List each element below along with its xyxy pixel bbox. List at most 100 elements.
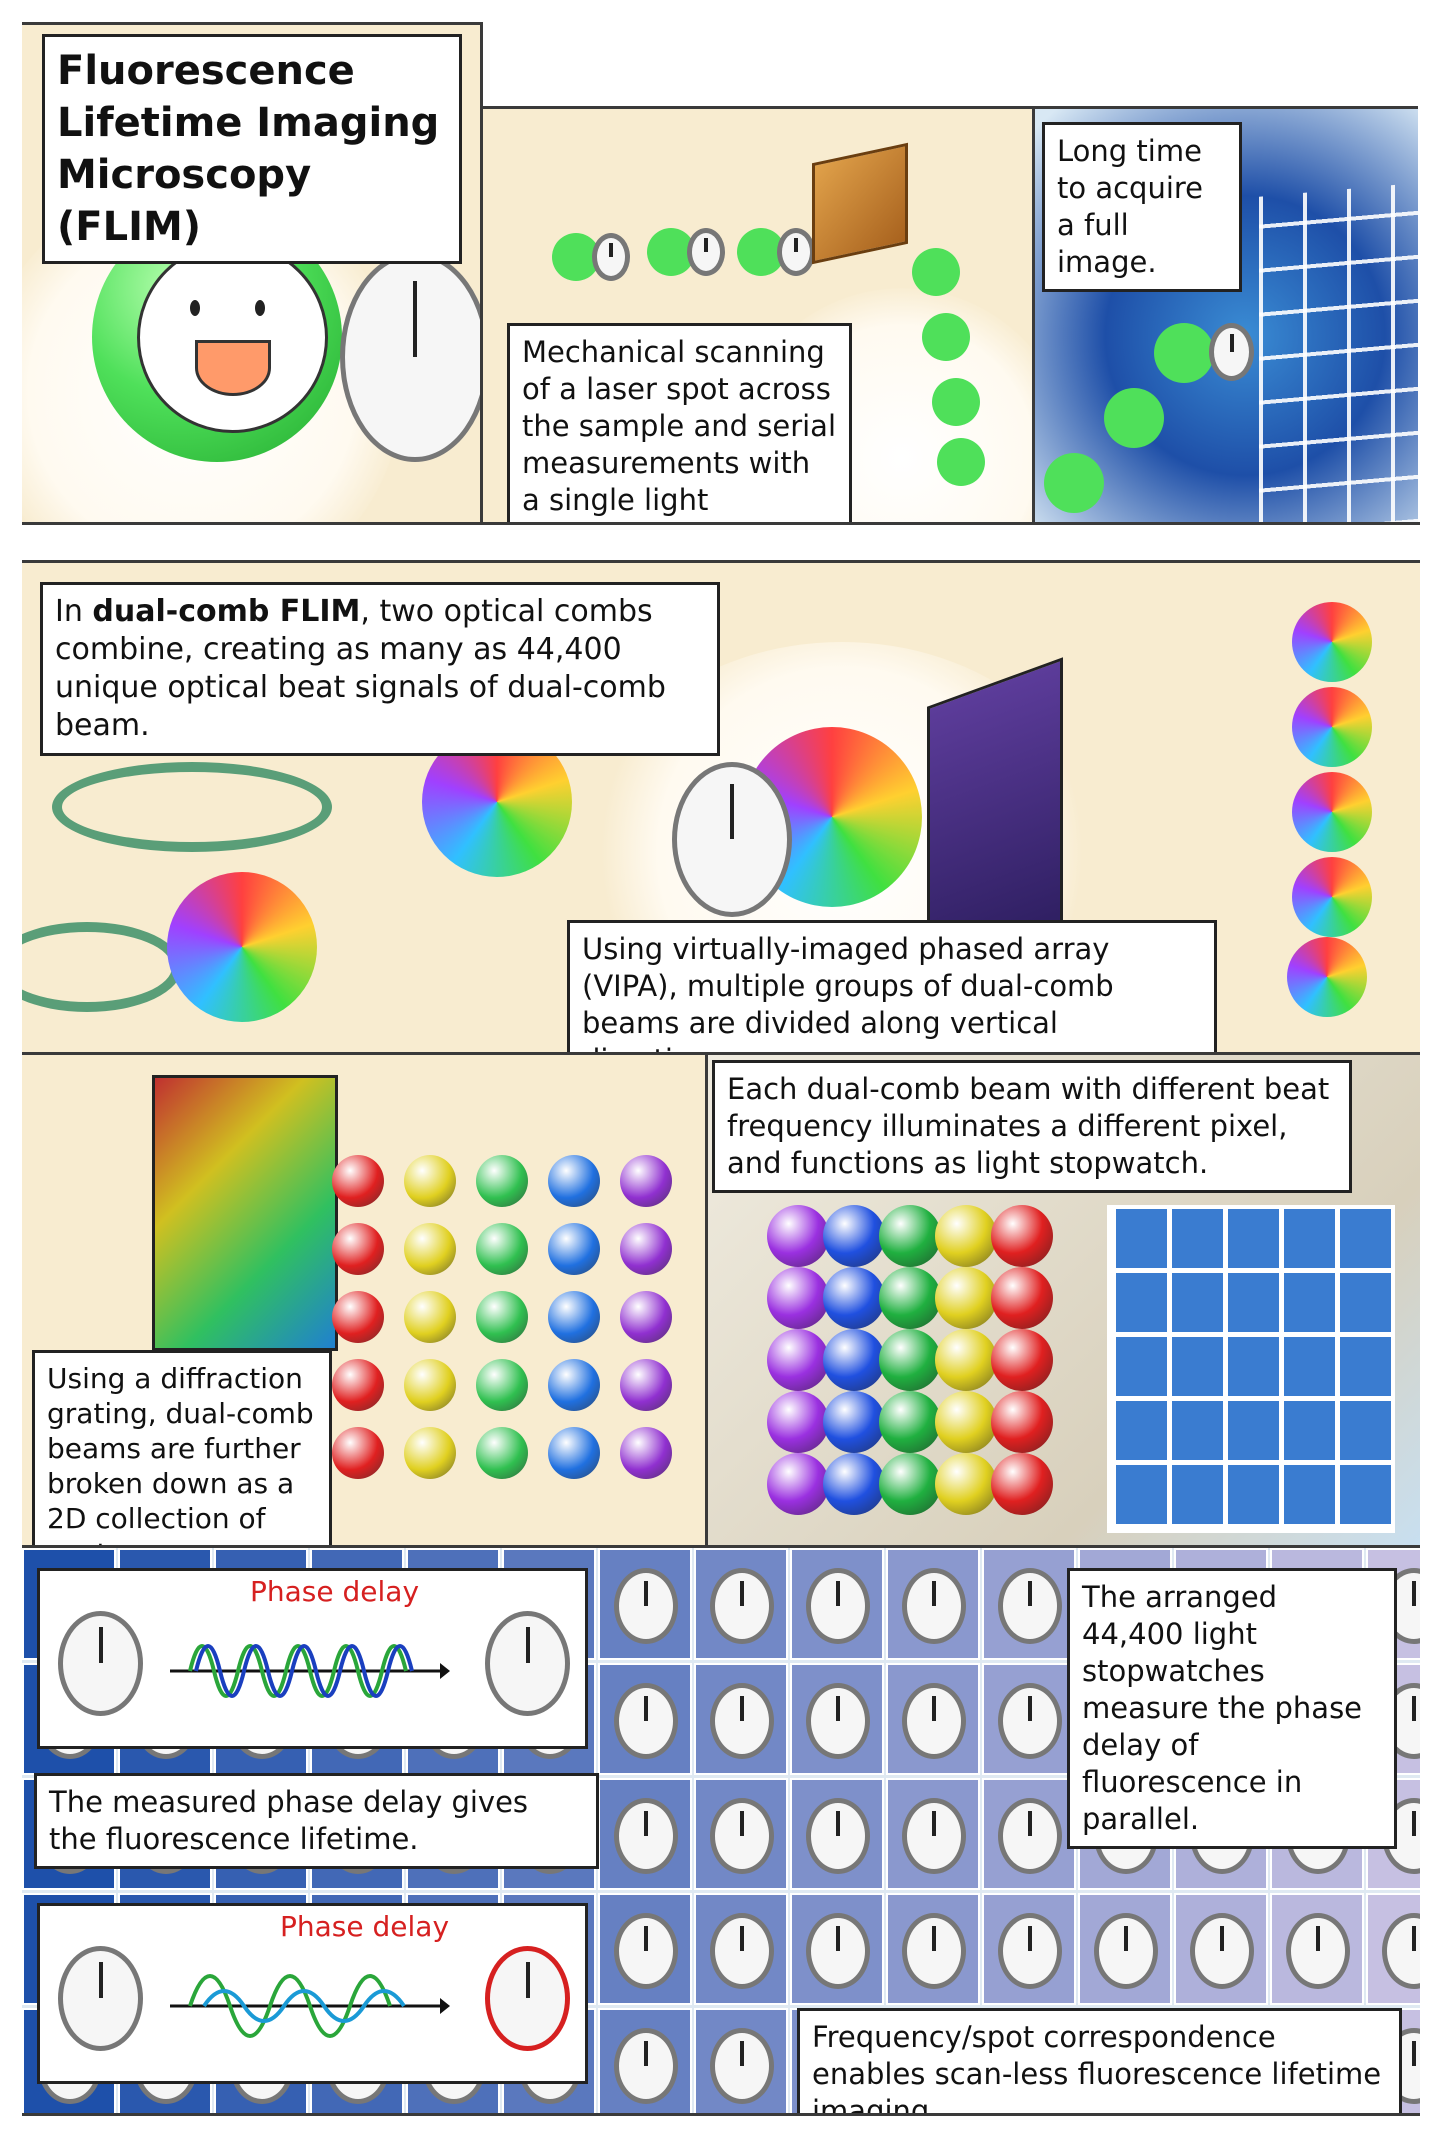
small-character [912,248,960,296]
stopwatch-cell [598,1778,692,1890]
stopwatch-icon [1209,323,1254,381]
stopwatch-icon [902,1683,966,1759]
spot-character [620,1291,672,1343]
frame-line [22,522,1420,525]
character-face [137,242,328,433]
beam-ball [991,1391,1053,1453]
stopwatch-icon [710,1683,774,1759]
beam-ball [879,1329,941,1391]
spot-character [332,1223,384,1275]
caption-long-time: Long time to acquire a full image. [1042,122,1242,292]
rainbow-character [1292,857,1372,937]
spot-array [332,1155,705,1545]
stopwatch-icon [672,762,792,917]
spot-character [332,1291,384,1343]
stopwatch-icon [710,2028,774,2104]
stopwatch-cell [1174,1893,1268,2005]
stopwatch-cell [886,1663,980,1775]
diffraction-grating [152,1075,338,1351]
stopwatch-icon [998,1798,1062,1874]
caption-mechanical-scanning: Mechanical scanning of a laser spot acro… [507,323,852,522]
beam-ball [823,1329,885,1391]
rainbow-character [1292,687,1372,767]
stopwatch-icon [614,2028,678,2104]
rainbow-character [1292,772,1372,852]
frame-line [705,1055,708,1545]
spot-character [476,1223,528,1275]
beam-ball [935,1453,997,1515]
caption-arranged-stopwatches: The arranged 44,400 light stopwatches me… [1067,1568,1397,1849]
spot-character [548,1359,600,1411]
stopwatch-cell [982,1778,1076,1890]
caption-vipa: Using virtually-imaged phased array (VIP… [567,920,1217,1052]
rainbow-character [1287,937,1367,1017]
fiber-coil [52,762,332,852]
frame-line [22,1052,1420,1055]
small-character [1044,453,1104,513]
beam-ball [879,1453,941,1515]
stopwatch-cell [790,1893,884,2005]
eye-right [255,300,265,316]
stopwatch-cell [1366,1893,1420,2005]
stopwatch-cell [982,1893,1076,2005]
phase-diagram-top: Phase delay [37,1568,588,1749]
spot-character [332,1427,384,1479]
fiber-coil [22,922,182,1012]
stopwatch-cell [694,1548,788,1660]
spot-character [332,1155,384,1207]
spot-character [332,1359,384,1411]
phase-delay-label: Phase delay [250,1575,420,1608]
stopwatch-icon [58,1946,143,2051]
beam-ball [823,1267,885,1329]
stopwatch-icon [902,1798,966,1874]
eye-left [190,300,200,316]
stopwatch-icon [998,1913,1062,1989]
beam-ball [767,1329,829,1391]
stopwatch-icon [998,1568,1062,1644]
frame-line [1032,106,1035,522]
stopwatch-icon [806,1798,870,1874]
stopwatch-icon [340,252,480,462]
phase-diagram-bottom: Phase delay [37,1903,588,2084]
caption-scan-less: Frequency/spot correspondence enables sc… [797,2008,1402,2113]
stopwatch-icon [902,1568,966,1644]
caption-dual-comb-intro: In dual-comb FLIM, two optical combs com… [40,582,720,756]
panel-4: Phase delay Phase delay The arranged 44,… [22,1548,1420,2113]
spot-character [548,1291,600,1343]
caption-measured-phase: The measured phase delay gives the fluor… [34,1773,599,1869]
stopwatch-cell [790,1778,884,1890]
panel-1-middle: Mechanical scanning of a laser spot acro… [482,108,1032,522]
stopwatch-icon [777,228,815,276]
beam-ball [879,1267,941,1329]
beam-ball [823,1453,885,1515]
intro-suffix: , two optical combs combine, creating as… [55,594,666,743]
stopwatch-cell [598,2008,692,2113]
stopwatch-icon [1094,1913,1158,1989]
spot-character [476,1359,528,1411]
spot-character [476,1291,528,1343]
colored-beam-array [767,1205,1067,1525]
stopwatch-cell [886,1548,980,1660]
stopwatch-icon [687,228,725,276]
spot-character [548,1427,600,1479]
beam-ball [823,1391,885,1453]
frame-line [480,106,1418,109]
beam-ball [991,1329,1053,1391]
stopwatch-icon [614,1568,678,1644]
stopwatch-cell [694,1663,788,1775]
beam-ball [823,1205,885,1267]
spot-character [476,1155,528,1207]
stopwatch-icon [1286,1913,1350,1989]
phase-delay-label: Phase delay [280,1910,450,1943]
spot-character [404,1155,456,1207]
stopwatch-icon [485,1611,570,1716]
stopwatch-icon [806,1913,870,1989]
frame-line [480,22,483,522]
stopwatch-icon [592,233,630,281]
phase-waves [170,1644,450,1698]
spot-character [404,1359,456,1411]
beam-ball [767,1205,829,1267]
beam-ball [935,1267,997,1329]
caption-diffraction-grating: Using a diffraction grating, dual-comb b… [32,1350,332,1545]
caption-each-beam: Each dual-comb beam with different beat … [712,1060,1352,1193]
